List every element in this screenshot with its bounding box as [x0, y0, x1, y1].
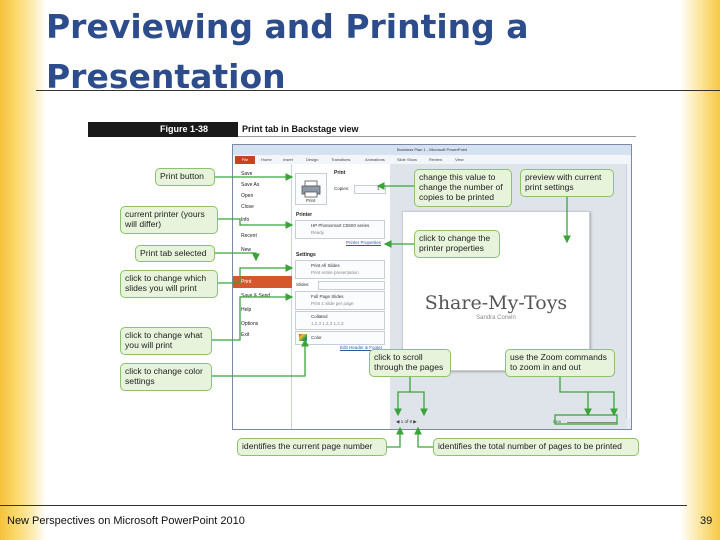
arrow-current-page: [387, 426, 404, 448]
printer-select[interactable]: HP Photosmart C5500 series Ready: [295, 220, 385, 239]
preview-slide-subtitle: Sandra Corwin: [476, 315, 516, 321]
copies-value: 1: [377, 186, 380, 191]
nav-item-options[interactable]: Options: [241, 321, 259, 327]
slides-input[interactable]: [318, 281, 385, 290]
nav-item-save[interactable]: Save: [241, 171, 253, 177]
nav-item-save-as[interactable]: Save As: [241, 182, 260, 188]
callout-color-settings: click to change color settings: [120, 363, 212, 391]
window-title: Business Plan 1 - Microsoft PowerPoint: [233, 145, 631, 155]
callout-what-you-print: click to change what you will print: [120, 327, 212, 355]
arrow-total-pages: [414, 426, 433, 448]
setting-slides-sub: Print entire presentation: [311, 270, 359, 275]
slide-title-line2: Presentation: [46, 57, 286, 96]
figure-header: Figure 1-38 Print tab in Backstage view: [88, 122, 636, 137]
footer-divider: [0, 505, 687, 506]
nav-item-recent[interactable]: Recent: [241, 233, 257, 239]
setting-color: Color: [311, 335, 322, 340]
tab-animations[interactable]: Animations: [365, 157, 385, 162]
callout-which-slides: click to change which slides you will pr…: [120, 270, 218, 298]
zoom-slider[interactable]: [567, 422, 617, 423]
left-glow-decoration: [0, 0, 46, 540]
collate-select[interactable]: Collated 1,2,3 1,2,3 1,2,3: [295, 311, 385, 330]
callout-total-pages: identifies the total number of pages to …: [433, 438, 639, 456]
setting-collate: Collated: [311, 314, 328, 319]
nav-item-new[interactable]: New: [241, 247, 252, 253]
figure-caption: Print tab in Backstage view: [238, 122, 636, 137]
tab-home[interactable]: Home: [261, 157, 272, 162]
settings-heading: Settings: [296, 252, 316, 258]
setting-slides: Print All Slides: [311, 263, 340, 268]
zoom-control[interactable]: 51%: [553, 419, 625, 427]
tab-design[interactable]: Design: [306, 157, 319, 162]
slides-range-select[interactable]: Print All Slides Print entire presentati…: [295, 260, 385, 279]
callout-current-page: identifies the current page number: [237, 438, 387, 456]
printer-heading: Printer: [296, 212, 313, 218]
preview-slide-title: Share-My-Toys: [424, 292, 568, 314]
print-settings-panel: Print Print Copies: 1 Printer HP Photosm…: [292, 164, 390, 429]
preview-scrollbar[interactable]: [626, 164, 631, 419]
tab-insert[interactable]: Insert: [283, 157, 294, 162]
page-navigation[interactable]: ◀ 1 of 8 ▶: [396, 419, 417, 424]
slide-page-number: 39: [700, 515, 713, 527]
printer-icon: [301, 180, 321, 198]
tab-file[interactable]: File: [235, 156, 255, 164]
callout-printer-properties: click to change the printer properties: [414, 230, 500, 258]
print-button[interactable]: Print: [295, 173, 327, 205]
footer-text: New Perspectives on Microsoft PowerPoint…: [7, 515, 245, 527]
slides-label: Slides:: [296, 282, 310, 287]
print-button-label: Print: [306, 198, 316, 203]
printer-name: HP Photosmart C5500 series: [311, 223, 370, 228]
callout-scroll-pages: click to scroll through the pages: [369, 349, 451, 377]
nav-item-print[interactable]: Print: [233, 276, 295, 288]
print-layout-select[interactable]: Full Page Slides Print 1 slide per page: [295, 291, 385, 310]
callout-preview-settings: preview with current print settings: [520, 169, 614, 197]
slide-title: Previewing and Printing a Presentation: [46, 2, 666, 102]
zoom-level: 51%: [553, 419, 562, 424]
nav-item-exit[interactable]: Exit: [241, 332, 250, 338]
callout-copies: change this value to change the number o…: [414, 169, 512, 207]
setting-collate-sub: 1,2,3 1,2,3 1,2,3: [311, 321, 344, 326]
callout-print-button: Print button: [155, 168, 215, 186]
tab-view[interactable]: View: [455, 157, 464, 162]
printer-status: Ready: [311, 230, 325, 235]
callout-current-printer: current printer (yours will differ): [120, 206, 218, 234]
title-divider: [36, 90, 720, 91]
tab-slide-show[interactable]: Slide Show: [397, 157, 418, 162]
copies-label: Copies:: [334, 186, 350, 191]
callout-print-tab-selected: Print tab selected: [135, 245, 215, 262]
color-swatch-icon: [299, 334, 307, 341]
printer-properties-link[interactable]: Printer Properties: [346, 240, 382, 245]
setting-layout: Full Page Slides: [311, 294, 344, 299]
print-heading: Print: [334, 170, 346, 176]
figure-number: Figure 1-38: [160, 124, 209, 134]
slide-title-line1: Previewing and Printing a: [46, 7, 529, 46]
nav-item-info[interactable]: Info: [241, 217, 250, 223]
nav-item-save-send[interactable]: Save & Send: [241, 293, 271, 299]
setting-layout-sub: Print 1 slide per page: [311, 301, 354, 306]
edit-header-footer-link[interactable]: Edit Header & Footer: [340, 345, 383, 350]
tab-transitions[interactable]: Transitions: [331, 157, 351, 162]
tab-review[interactable]: Review: [429, 157, 443, 162]
backstage-nav: Save Save As Open Close Info Recent New …: [233, 164, 295, 429]
nav-item-close[interactable]: Close: [241, 204, 254, 210]
nav-item-help[interactable]: Help: [241, 307, 252, 313]
copies-input[interactable]: 1: [354, 185, 386, 194]
nav-item-open[interactable]: Open: [241, 193, 254, 199]
color-select[interactable]: Color: [295, 331, 385, 345]
right-glow-decoration: [680, 0, 720, 540]
callout-zoom: use the Zoom commands to zoom in and out: [505, 349, 615, 377]
